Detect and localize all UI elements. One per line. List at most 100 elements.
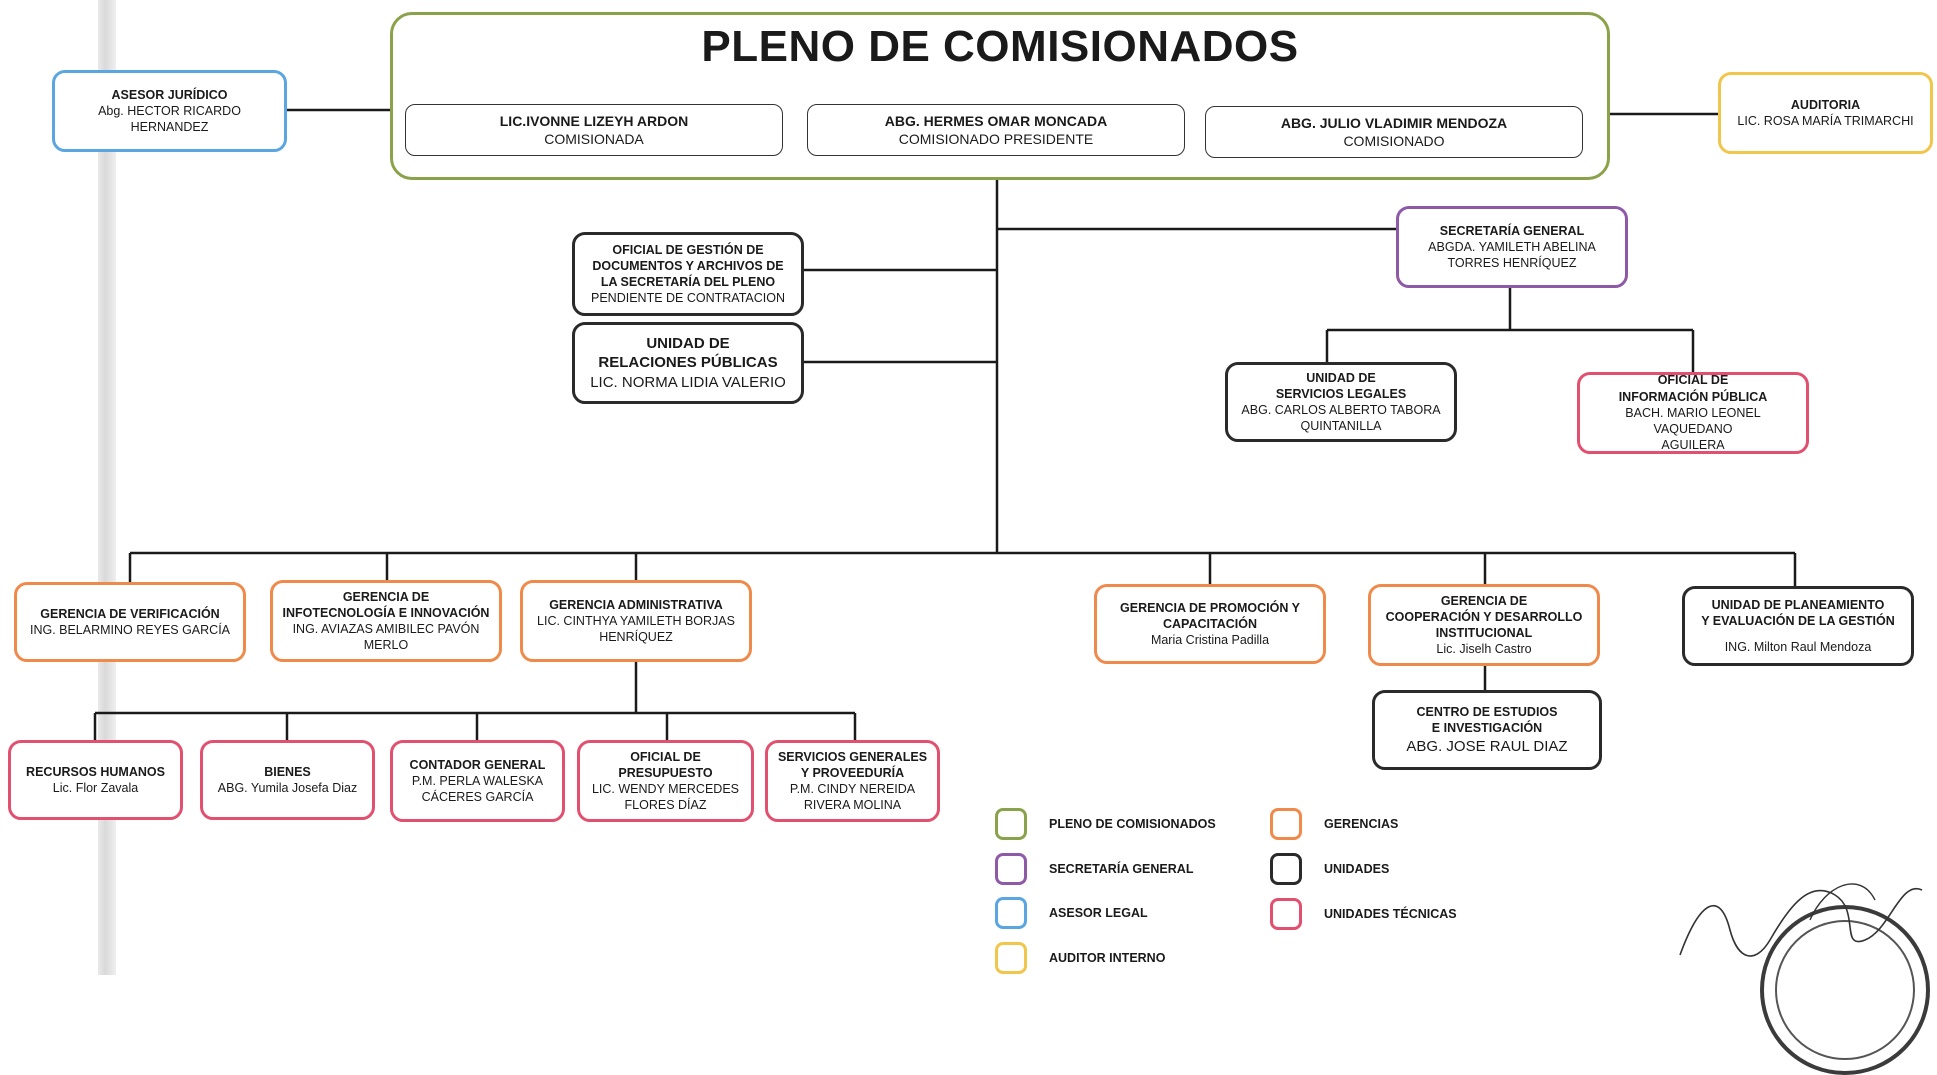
informacion-publica-line-2: INFORMACIÓN PÚBLICA	[1618, 389, 1768, 404]
gerencia-verificacion-box: GERENCIA DE VERIFICACIÓN ING. BELARMINO …	[14, 582, 246, 662]
secretaria-title: SECRETARÍA GENERAL	[1439, 223, 1585, 238]
oficial-gestion-person: PENDIENTE DE CONTRATACION	[591, 291, 785, 306]
auditoria-box: AUDITORIA LIC. ROSA MARÍA TRIMARCHI	[1718, 72, 1933, 154]
oficial-presupuesto-person-2: FLORES DÍAZ	[624, 798, 707, 813]
member-1-role: COMISIONADA	[544, 131, 644, 147]
unidad-planeamiento-box: UNIDAD DE PLANEAMIENTO Y EVALUACIÓN DE L…	[1682, 586, 1914, 666]
servicios-legales-line-1: UNIDAD DE	[1306, 370, 1376, 385]
signature-icon	[1679, 883, 1923, 957]
legend-label: UNIDADES	[1324, 862, 1390, 876]
centro-estudios-box: CENTRO DE ESTUDIOS E INVESTIGACIÓN ABG. …	[1372, 690, 1602, 770]
legend-label: UNIDADES TÉCNICAS	[1324, 907, 1457, 921]
servicios-generales-box: SERVICIOS GENERALES Y PROVEEDURÍA P.M. C…	[765, 740, 940, 822]
legend-item-pleno: PLENO DE COMISIONADOS	[995, 806, 1216, 842]
legend-swatch-purple	[995, 853, 1027, 885]
oficial-gestion-box: OFICIAL DE GESTIÓN DE DOCUMENTOS Y ARCHI…	[572, 232, 804, 316]
bienes-title: BIENES	[264, 764, 311, 779]
servicios-legales-line-2: SERVICIOS LEGALES	[1275, 386, 1407, 401]
page-binding-strip	[98, 0, 116, 975]
member-2-name: ABG. HERMES OMAR MONCADA	[884, 112, 1108, 129]
gerencia-cooperacion-person: Lic. Jiselh Castro	[1436, 642, 1532, 657]
auditoria-line-1: LIC. ROSA MARÍA TRIMARCHI	[1737, 114, 1914, 128]
member-1-name: LIC.IVONNE LIZEYH ARDON	[499, 112, 689, 129]
unidad-planeamiento-line-1: UNIDAD DE PLANEAMIENTO	[1711, 597, 1885, 612]
gerencia-cooperacion-box: GERENCIA DE COOPERACIÓN Y DESARROLLO INS…	[1368, 584, 1600, 666]
legend-item-unidades: UNIDADES	[1270, 851, 1389, 887]
gerencia-infotecnologia-person-1: ING. AVIAZAS AMIBILEC PAVÓN	[292, 622, 480, 636]
servicios-generales-line-1: SERVICIOS GENERALES	[777, 749, 928, 764]
legend-item-unidades-tecnicas: UNIDADES TÉCNICAS	[1270, 896, 1457, 932]
gerencia-promocion-line-2: CAPACITACIÓN	[1163, 616, 1257, 631]
member-3-role: COMISIONADO	[1343, 133, 1445, 149]
centro-estudios-person: ABG. JOSE RAUL DIAZ	[1406, 737, 1568, 755]
pleno-title: PLENO DE COMISIONADOS	[701, 22, 1299, 71]
oficial-gestion-line-3: LA SECRETARÍA DEL PLENO	[600, 275, 776, 289]
asesor-line-2: HERNANDEZ	[130, 120, 209, 135]
member-3-name: ABG. JULIO VLADIMIR MENDOZA	[1280, 114, 1508, 131]
servicios-legales-person-2: QUINTANILLA	[1300, 419, 1382, 434]
legend-label: GERENCIAS	[1324, 817, 1399, 831]
contador-general-title: CONTADOR GENERAL	[409, 757, 546, 772]
informacion-publica-line-1: OFICIAL DE	[1657, 373, 1729, 388]
member-3-box: ABG. JULIO VLADIMIR MENDOZA COMISIONADO	[1205, 106, 1583, 158]
secretaria-line-2: TORRES HENRÍQUEZ	[1447, 256, 1577, 271]
auditoria-title: AUDITORIA	[1790, 97, 1861, 112]
relaciones-line-2: RELACIONES PÚBLICAS	[598, 354, 778, 372]
member-2-role: COMISIONADO PRESIDENTE	[898, 131, 1094, 147]
legend-label: SECRETARÍA GENERAL	[1049, 862, 1194, 876]
oficial-presupuesto-line-1: OFICIAL DE	[630, 749, 701, 764]
informacion-publica-person-1: BACH. MARIO LEONEL VAQUEDANO	[1625, 405, 1761, 437]
bienes-person: ABG. Yumila Josefa Diaz	[217, 781, 358, 795]
oficial-gestion-line-2: DOCUMENTOS Y ARCHIVOS DE	[592, 258, 784, 273]
gerencia-cooperacion-line-1: GERENCIA DE	[1440, 593, 1528, 608]
informacion-publica-person-2: AGUILERA	[1661, 438, 1725, 453]
oficial-presupuesto-line-2: PRESUPUESTO	[618, 765, 713, 780]
recursos-humanos-person: Lic. Flor Zavala	[52, 781, 139, 795]
relaciones-person: LIC. NORMA LIDIA VALERIO	[590, 373, 786, 391]
secretaria-general-box: SECRETARÍA GENERAL ABGDA. YAMILETH ABELI…	[1396, 206, 1628, 288]
gerencia-cooperacion-line-3: INSTITUCIONAL	[1435, 626, 1533, 640]
gerencia-administrativa-person-2: HENRÍQUEZ	[599, 630, 673, 645]
gerencia-promocion-box: GERENCIA DE PROMOCIÓN Y CAPACITACIÓN Mar…	[1094, 584, 1326, 664]
centro-estudios-line-2: E INVESTIGACIÓN	[1431, 721, 1543, 736]
gerencia-infotecnologia-line-1: GERENCIA DE	[342, 589, 430, 604]
contador-general-box: CONTADOR GENERAL P.M. PERLA WALESKA CÁCE…	[390, 740, 565, 822]
member-1-box: LIC.IVONNE LIZEYH ARDON COMISIONADA	[405, 104, 783, 156]
oficial-presupuesto-box: OFICIAL DE PRESUPUESTO LIC. WENDY MERCED…	[577, 740, 754, 822]
legend-swatch-yellow	[995, 942, 1027, 974]
servicios-generales-line-2: Y PROVEEDURÍA	[800, 765, 905, 780]
relaciones-line-1: UNIDAD DE	[646, 334, 730, 352]
servicios-generales-person-2: RIVERA MOLINA	[803, 798, 902, 813]
gerencia-verificacion-person: ING. BELARMINO REYES GARCÍA	[29, 623, 231, 637]
secretaria-line-1: ABGDA. YAMILETH ABELINA	[1428, 239, 1596, 254]
oficial-gestion-line-1: OFICIAL DE GESTIÓN DE	[612, 242, 764, 257]
gerencia-administrativa-title: GERENCIA ADMINISTRATIVA	[549, 597, 723, 612]
contador-general-person-2: CÁCERES GARCÍA	[421, 790, 534, 805]
legend-swatch-pink	[1270, 898, 1302, 930]
gerencia-administrativa-person-1: LIC. CINTHYA YAMILETH BORJAS	[537, 613, 735, 628]
legend-label: ASESOR LEGAL	[1049, 906, 1148, 920]
servicios-legales-person-1: ABG. CARLOS ALBERTO TABORA	[1241, 403, 1441, 417]
legend-item-auditor: AUDITOR INTERNO	[995, 940, 1165, 976]
legend-label: AUDITOR INTERNO	[1049, 951, 1166, 965]
member-2-box: ABG. HERMES OMAR MONCADA COMISIONADO PRE…	[807, 104, 1185, 156]
legend-label: PLENO DE COMISIONADOS	[1049, 817, 1216, 831]
gerencia-infotecnologia-box: GERENCIA DE INFOTECNOLOGÍA E INNOVACIÓN …	[270, 580, 502, 662]
gerencia-verificacion-title: GERENCIA DE VERIFICACIÓN	[40, 606, 220, 621]
connector-lines	[93, 108, 1797, 740]
asesor-title: ASESOR JURÍDICO	[111, 87, 228, 102]
asesor-line-1: Abg. HECTOR RICARDO	[98, 103, 241, 118]
gerencia-administrativa-box: GERENCIA ADMINISTRATIVA LIC. CINTHYA YAM…	[520, 580, 752, 662]
gerencia-promocion-person: Maria Cristina Padilla	[1150, 633, 1270, 648]
centro-estudios-line-1: CENTRO DE ESTUDIOS	[1416, 705, 1558, 719]
contador-general-person-1: P.M. PERLA WALESKA	[411, 773, 544, 788]
legend-swatch-green	[995, 808, 1027, 840]
recursos-humanos-box: RECURSOS HUMANOS Lic. Flor Zavala	[8, 740, 183, 820]
bienes-box: BIENES ABG. Yumila Josefa Diaz	[200, 740, 375, 820]
legend-swatch-orange	[1270, 808, 1302, 840]
gerencia-infotecnologia-line-2: INFOTECNOLOGÍA E INNOVACIÓN	[282, 605, 490, 620]
gerencia-promocion-line-1: GERENCIA DE PROMOCIÓN Y	[1120, 600, 1300, 615]
asesor-juridico-box: ASESOR JURÍDICO Abg. HECTOR RICARDO HERN…	[52, 70, 287, 152]
legend-item-secretaria: SECRETARÍA GENERAL	[995, 851, 1193, 887]
relaciones-publicas-box: UNIDAD DE RELACIONES PÚBLICAS LIC. NORMA…	[572, 322, 804, 404]
